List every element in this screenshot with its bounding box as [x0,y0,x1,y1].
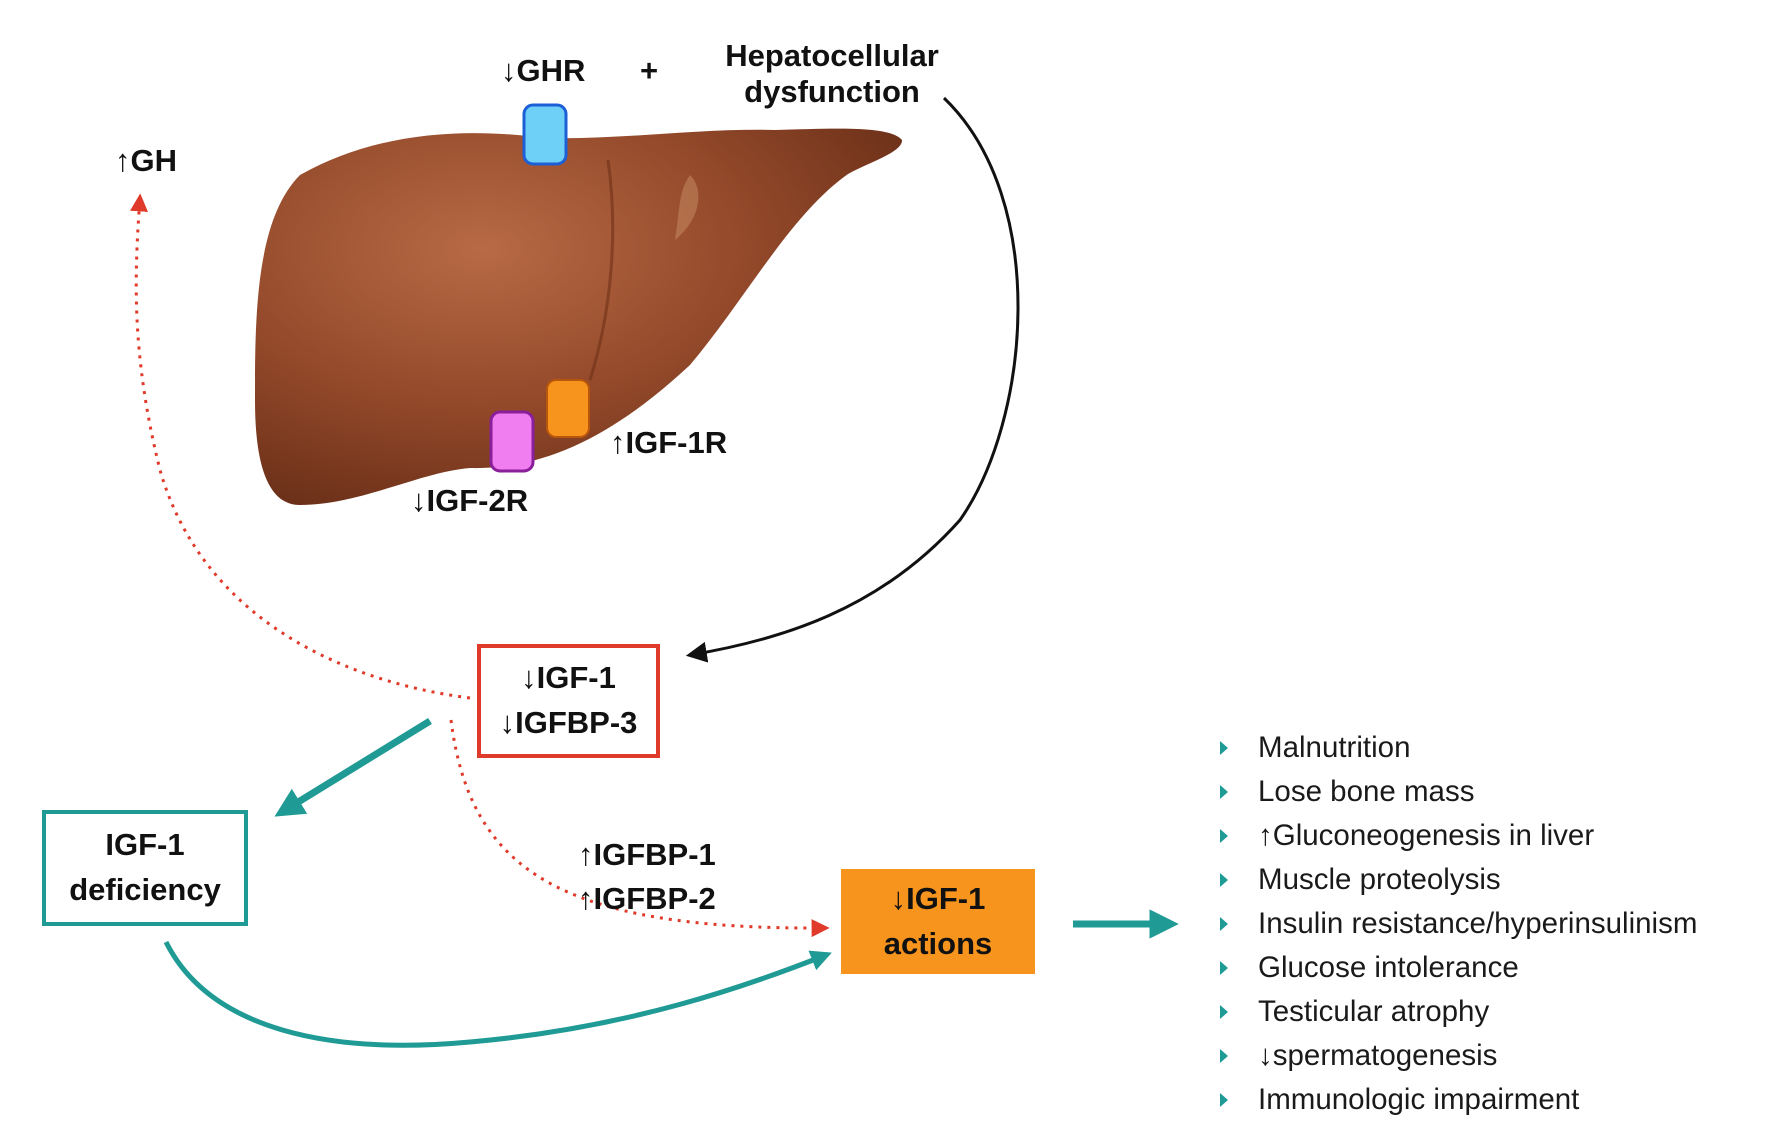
effect-text: Malnutrition [1258,731,1411,764]
deficiency-to-actions-arrow [163,940,832,1048]
actions-line1: ↓IGF-1 [890,880,986,916]
hepatocellular-line1: Hepatocellular [725,38,939,73]
bullet-triangle-icon [1220,917,1228,931]
effect-text: Muscle proteolysis [1258,863,1501,896]
effect-item: Testicular atrophy [1220,994,1697,1038]
effect-text: Lose bone mass [1258,775,1475,808]
bullet-triangle-icon [1220,961,1228,975]
effect-item: Immunologic impairment [1220,1082,1697,1126]
effect-item: ↑Gluconeogenesis in liver [1220,818,1697,862]
bullet-triangle-icon [1220,1005,1228,1019]
ghr-receptor [522,103,568,166]
hepatocellular-line2: dysfunction [744,73,920,109]
igf1-igfbp3-box: ↓IGF-1 ↓IGFBP-3 [477,644,660,758]
effect-item: Muscle proteolysis [1220,862,1697,906]
effect-text: ↑Gluconeogenesis in liver [1258,819,1595,852]
actions-line2: actions [883,925,993,961]
gh-label: ↑GH [115,143,177,178]
bullet-triangle-icon [1220,785,1228,799]
igf1-to-deficiency-arrow [274,718,432,817]
effect-item: Lose bone mass [1220,774,1697,818]
effect-item: ↓spermatogenesis [1220,1038,1697,1082]
ghr-label: ↓GHR [501,53,586,88]
effect-item: Malnutrition [1220,730,1697,774]
bullet-triangle-icon [1220,1093,1228,1107]
igf1-actions-box: ↓IGF-1 actions [841,869,1035,974]
effect-text: Insulin resistance/hyperinsulinism [1258,907,1698,940]
igf2r-label: ↓IGF-2R [411,483,529,518]
hepatocellular-label: Hepatocellular dysfunction [717,38,947,109]
igfbp-labels: ↑IGFBP-1 ↑IGFBP-2 [578,833,716,921]
deficiency-line2: deficiency [69,872,221,907]
bullet-triangle-icon [1220,741,1228,755]
bullet-triangle-icon [1220,829,1228,843]
dysfunction-arrow [685,96,1020,663]
igf1r-label: ↑IGF-1R [610,425,728,460]
bullet-triangle-icon [1220,873,1228,887]
effect-text: ↓spermatogenesis [1258,1039,1498,1072]
igf1-deficiency-box: IGF-1 deficiency [42,810,248,926]
plus-sign: + [640,53,659,88]
igf1-box-line1: ↓IGF-1 [521,660,616,696]
liver-lobe-groove [588,159,615,381]
effect-text: Testicular atrophy [1258,995,1490,1028]
effect-text: Glucose intolerance [1258,951,1519,984]
igf2r-receptor [489,410,535,473]
feedback-arrow-to-gh [130,193,471,700]
igfbp1-label: ↑IGFBP-1 [578,837,716,872]
effect-item: Insulin resistance/hyperinsulinism [1220,906,1697,950]
igf1-box-line2: ↓IGFBP-3 [499,705,638,740]
igf1r-receptor [546,379,590,438]
liver-illustration [255,128,903,505]
liver-highlight [675,175,699,240]
effect-item: Glucose intolerance [1220,950,1697,994]
bullet-triangle-icon [1220,1049,1228,1063]
igfbp2-label: ↑IGFBP-2 [578,881,716,917]
deficiency-line1: IGF-1 [105,827,185,863]
effect-text: Immunologic impairment [1258,1083,1580,1116]
